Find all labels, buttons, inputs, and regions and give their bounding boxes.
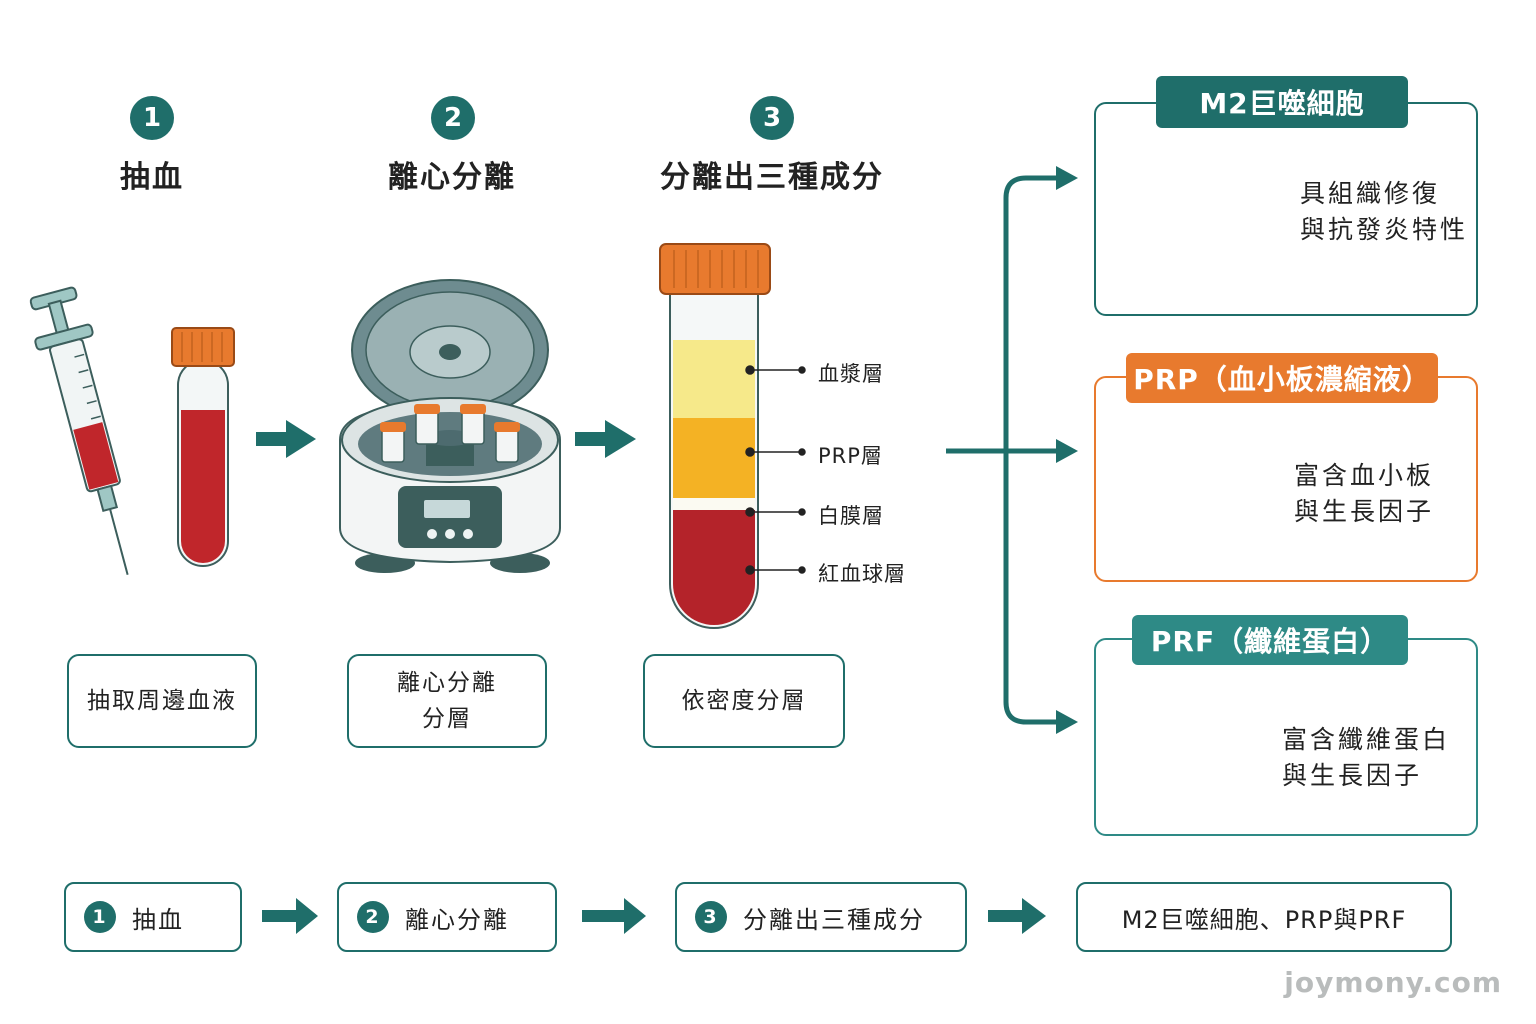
layer-label-red-blood-cells: 紅血球層 [818, 562, 906, 586]
branch-connector [946, 175, 1060, 725]
flow-step-1: 1 抽血 [64, 882, 242, 952]
flow-step-3-label: 分離出三種成分 [743, 905, 925, 934]
flow-result-label: M2巨噬細胞、PRP與PRF [1121, 905, 1407, 934]
step-1-description: 抽取周邊血液 [67, 654, 257, 748]
watermark: joymony.com [1284, 966, 1502, 999]
blood-tube-icon [171, 327, 235, 567]
layer-label-prp: PRP層 [818, 444, 883, 468]
flow-step-2: 2 離心分離 [337, 882, 557, 952]
prp-text: 富含血小板 與生長因子 [1294, 461, 1435, 526]
step-3-badge: 3 [750, 96, 794, 140]
flow-result: M2巨噬細胞、PRP與PRF [1076, 882, 1452, 952]
separated-tube-icon [659, 243, 771, 629]
arrow-right-icon [256, 420, 316, 458]
flow-step-1-label: 抽血 [132, 905, 184, 934]
flow-arrows [262, 898, 1046, 934]
prf-card [1094, 638, 1478, 836]
flow-step-1-badge: 1 [84, 901, 116, 933]
arrow-right-icon [575, 420, 636, 458]
flow-step-3-badge: 3 [695, 901, 727, 933]
step-2-title: 離心分離 [388, 160, 516, 195]
m2-macrophage-text: 具組織修復 與抗發炎特性 [1300, 179, 1469, 244]
step-2-badge: 2 [431, 96, 475, 140]
prf-title: PRF（纖維蛋白） [1132, 615, 1408, 665]
layer-label-buffy-coat: 白膜層 [818, 504, 884, 528]
flow-step-2-label: 離心分離 [405, 905, 509, 934]
step-1-title: 抽血 [120, 160, 184, 195]
m2-macrophage-card [1094, 102, 1478, 316]
step-3-title: 分離出三種成分 [660, 160, 884, 195]
prp-title: PRP（血小板濃縮液） [1126, 353, 1438, 403]
layer-label-plasma: 血漿層 [818, 362, 884, 386]
flow-step-3: 3 分離出三種成分 [675, 882, 967, 952]
step-3-description: 依密度分層 [643, 654, 845, 748]
prp-card [1094, 376, 1478, 582]
step-2-description: 離心分離 分層 [347, 654, 547, 748]
step-1-badge: 1 [130, 96, 174, 140]
syringe-icon [29, 286, 129, 575]
flow-step-2-badge: 2 [357, 901, 389, 933]
m2-macrophage-title: M2巨噬細胞 [1156, 76, 1408, 128]
prf-text: 富含纖維蛋白 與生長因子 [1282, 725, 1451, 790]
centrifuge-icon [339, 279, 561, 573]
layer-leaders [745, 365, 806, 575]
